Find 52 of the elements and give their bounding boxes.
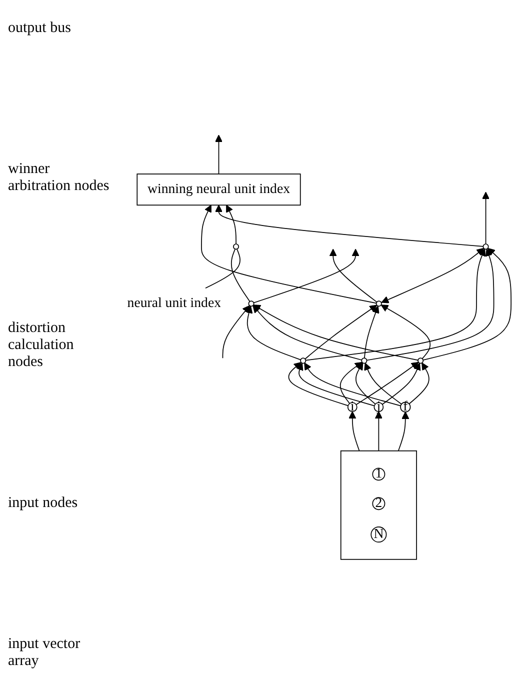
arrow [252, 306, 362, 361]
arrow [374, 412, 382, 452]
node-circle: i [347, 402, 358, 412]
arrow [380, 304, 431, 360]
node-text: neural unit index [127, 296, 221, 311]
arrow [340, 362, 362, 404]
layer-label: output bus [8, 20, 72, 37]
layer-label: input nodes [8, 494, 79, 512]
arrow [201, 205, 377, 304]
arrow [408, 362, 430, 405]
layer-label: distortion calculation nodes [8, 320, 75, 370]
arrow [222, 306, 250, 359]
node-circle: 1 [372, 468, 386, 482]
layer-label: winner arbitration nodes [8, 161, 110, 196]
node-circle [300, 358, 306, 364]
node-circle: N [370, 526, 387, 543]
arrow [348, 412, 360, 452]
arrow [382, 363, 421, 406]
connector [205, 248, 240, 289]
arrow [356, 362, 419, 406]
node-circle [418, 358, 424, 364]
node-circle [482, 244, 489, 250]
arrow [214, 205, 484, 248]
arrow [422, 248, 512, 361]
arrow [253, 304, 418, 361]
arrow [366, 249, 494, 362]
arrow [381, 248, 484, 304]
arrow [356, 362, 376, 405]
layer-label: input vector array [8, 636, 82, 670]
connector [230, 248, 250, 302]
arrow [304, 362, 402, 407]
arrow [253, 249, 360, 304]
node-circle: 2 [372, 497, 386, 510]
node-circle [376, 300, 382, 308]
arrow [288, 362, 349, 406]
arrow [296, 363, 375, 407]
arrow [226, 205, 236, 245]
node-circle: f [400, 402, 411, 413]
arrow [364, 363, 402, 405]
node-circle [233, 244, 240, 250]
arrow [329, 249, 378, 303]
arrow [305, 248, 486, 362]
node-box: winning neural unit index [136, 174, 301, 206]
node-circle [248, 300, 254, 308]
arrow [214, 135, 223, 175]
arrow [364, 306, 380, 359]
node-circle [361, 358, 368, 364]
arrow [304, 305, 378, 360]
cluster [340, 450, 417, 560]
arrow [245, 306, 302, 361]
arrow [398, 412, 410, 452]
arrow [482, 192, 490, 245]
